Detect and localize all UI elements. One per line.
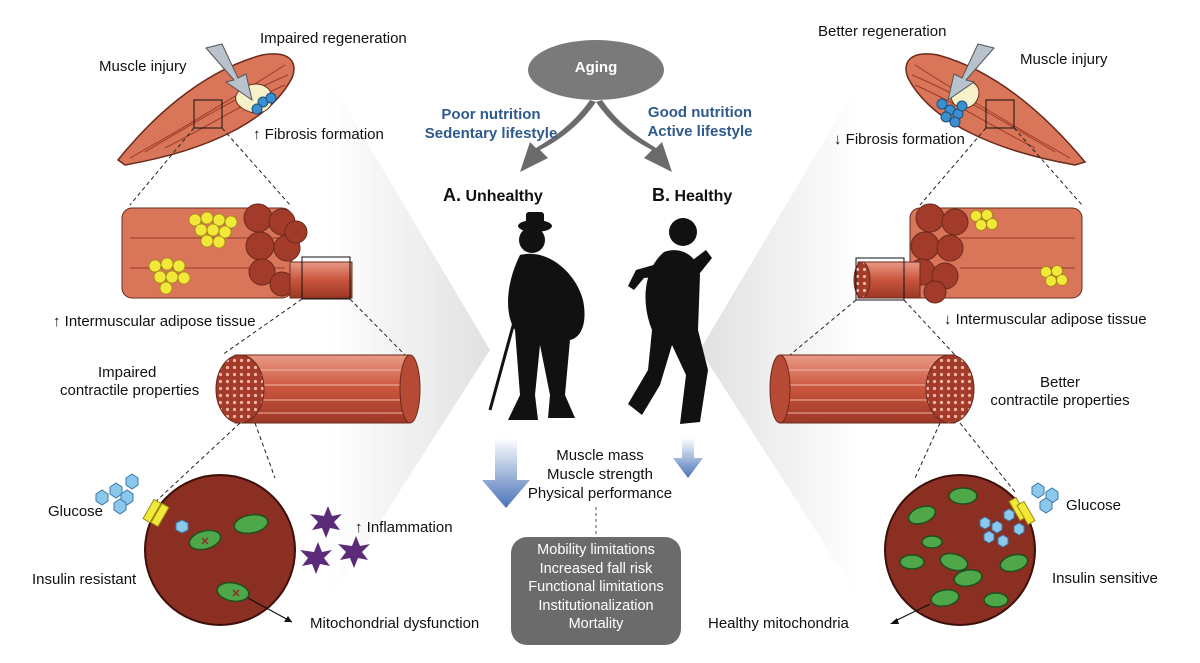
outcome-item: Mortality xyxy=(568,616,624,632)
split-arrow-left xyxy=(520,100,596,172)
big-down-arrow xyxy=(482,438,530,508)
zoom-line xyxy=(349,298,406,356)
active-lifestyle-text: Active lifestyle xyxy=(647,123,753,140)
left-adipose-label: ↑ Intermuscular adipose tissue xyxy=(53,313,256,330)
good-nutrition-text: Good nutrition xyxy=(647,104,753,121)
muscle-strength-text: Muscle strength xyxy=(547,466,653,483)
left-contractile-label: Impaired contractile properties xyxy=(50,364,220,400)
aging-oval xyxy=(528,40,664,100)
poor-nutrition-text: Poor nutrition xyxy=(441,106,541,123)
left-glucose-label: Glucose xyxy=(48,503,104,520)
mito-dysfunction-label: Mitochondrial dysfunction xyxy=(310,615,480,632)
outcome-item: Increased fall risk xyxy=(539,560,653,577)
zoom-line xyxy=(789,299,857,356)
left-muscle-illustration xyxy=(116,43,295,166)
zoom-line xyxy=(221,127,291,206)
right-contractile-line1: Better xyxy=(1039,374,1081,391)
aging-label: Aging xyxy=(574,59,618,76)
right-cell xyxy=(884,474,1036,626)
healthy-letter: B. xyxy=(652,185,670,205)
insulin-sensitive-label: Insulin sensitive xyxy=(1052,570,1158,587)
left-contractile-line1: Impaired xyxy=(98,364,157,381)
healthy-person-silhouette xyxy=(628,218,712,424)
right-muscle-bundle xyxy=(853,203,1083,304)
outcomes-box: Mobility limitations Increased fall risk… xyxy=(511,537,681,645)
zoom-line xyxy=(903,299,956,356)
good-lifestyle-label: Good nutrition Active lifestyle xyxy=(630,103,770,141)
inflammation-stars xyxy=(300,506,370,574)
left-glucose-molecules xyxy=(95,473,139,515)
right-glucose-molecules xyxy=(1031,482,1059,514)
split-arrow-right xyxy=(596,100,672,172)
svg-text:✕: ✕ xyxy=(200,536,209,548)
zoom-line xyxy=(254,422,276,479)
zoom-line xyxy=(1013,127,1083,206)
muscle-mass-text: Muscle mass xyxy=(556,447,644,464)
left-regeneration-label: Impaired regeneration xyxy=(260,30,407,47)
left-fan xyxy=(330,80,490,600)
unhealthy-heading: A. Unhealthy xyxy=(443,186,543,206)
right-glucose-label: Glucose xyxy=(1066,497,1122,514)
inflammation-label: ↑ Inflammation xyxy=(355,519,453,536)
unhealthy-letter: A. xyxy=(443,185,461,205)
unhealthy-text: Unhealthy xyxy=(465,188,543,205)
healthy-text: Healthy xyxy=(674,188,733,205)
zoom-line xyxy=(151,422,241,506)
left-cell: ✕ ✕ xyxy=(142,474,296,626)
svg-text:✕: ✕ xyxy=(231,588,240,600)
right-muscle-illustration xyxy=(905,43,1087,166)
left-muscle-injury-label: Muscle injury xyxy=(99,58,187,75)
left-muscle-bundle xyxy=(121,203,353,300)
right-adipose-label: ↓ Intermuscular adipose tissue xyxy=(944,311,1147,328)
zoom-line xyxy=(129,127,195,206)
right-muscle-fiber xyxy=(769,354,975,424)
insulin-resistant-label: Insulin resistant xyxy=(32,571,137,588)
physical-performance-text: Physical performance xyxy=(527,485,673,502)
right-contractile-line2: contractile properties xyxy=(990,392,1130,409)
right-contractile-label: Better contractile properties xyxy=(980,374,1140,410)
zoom-line xyxy=(919,127,987,206)
zoom-line xyxy=(221,298,303,356)
outcome-item: Functional limitations xyxy=(528,579,664,595)
poor-lifestyle-label: Poor nutrition Sedentary lifestyle xyxy=(416,105,566,143)
unhealthy-person-silhouette xyxy=(488,212,585,420)
left-fibrosis-label: ↑ Fibrosis formation xyxy=(253,126,384,143)
zoom-line xyxy=(959,422,1016,493)
small-down-arrow xyxy=(673,438,703,478)
right-fan xyxy=(700,80,860,600)
healthy-heading: B. Healthy xyxy=(652,186,732,206)
outcome-item: Mobility limitations xyxy=(537,542,655,558)
left-contractile-line2: contractile properties xyxy=(60,382,200,399)
healthy-mito-label: Healthy mitochondria xyxy=(708,615,849,632)
sedentary-lifestyle-text: Sedentary lifestyle xyxy=(424,125,558,142)
muscle-measures: Muscle mass Muscle strength Physical per… xyxy=(520,446,680,503)
right-regeneration-label: Better regeneration xyxy=(818,23,947,40)
zoom-line xyxy=(914,422,941,479)
outcome-item: Institutionalization xyxy=(538,597,654,614)
left-muscle-fiber xyxy=(215,354,421,424)
right-muscle-injury-label: Muscle injury xyxy=(1020,51,1108,68)
right-fibrosis-label: ↓ Fibrosis formation xyxy=(834,131,965,148)
